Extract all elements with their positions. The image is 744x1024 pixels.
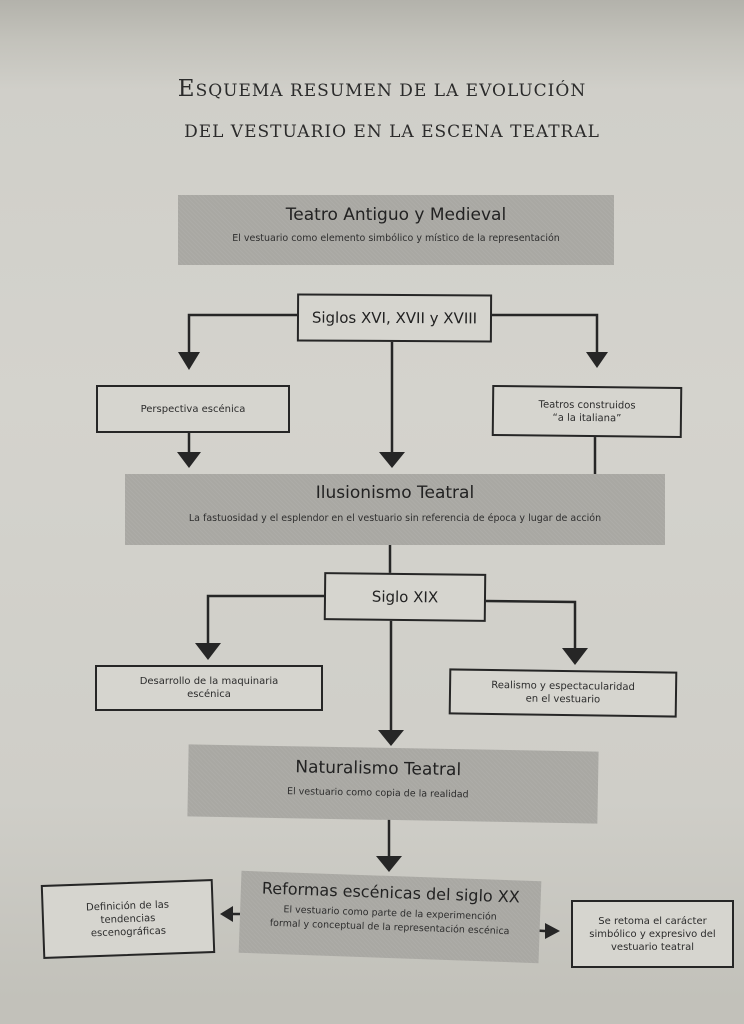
node-heading: Reformas escénicas del siglo XX (261, 878, 521, 907)
arrowhead-reformas (376, 856, 402, 872)
node-description: El vestuario como elemento simbólico y m… (232, 233, 560, 244)
arrowhead-realismo (562, 648, 588, 665)
node-label-line-2: escénica (187, 689, 231, 700)
arrowhead-ilusionismo-left (177, 452, 201, 468)
node-reformas-escenicas-siglo-xx: Reformas escénicas del siglo XX El vestu… (238, 870, 542, 964)
node-desarrollo-maquinaria: Desarrollo de la maquinaria escénica (95, 665, 323, 711)
node-label-line-3: vestuario teatral (611, 941, 694, 953)
arrowhead-maquinaria (195, 643, 221, 660)
node-label-line-2: “a la italiana” (552, 412, 622, 424)
node-siglo-xix: Siglo XIX (323, 572, 487, 622)
diagram-title-line-1: ESQUEMA RESUMEN DE LA EVOLUCIÓN (177, 76, 587, 102)
arrowhead-tendencias (220, 906, 233, 922)
connector-siglos-to-italiana (491, 313, 599, 352)
node-description: El vestuario como copia de la realidad (286, 786, 469, 801)
node-label-line-2: en el vestuario (525, 693, 601, 706)
connector-xix-to-maquinaria (206, 594, 324, 643)
node-heading: Teatro Antiguo y Medieval (285, 205, 507, 225)
node-perspectiva-escenica: Perspectiva escénica (96, 385, 290, 433)
arrowhead-perspectiva (178, 352, 200, 370)
node-label: Perspectiva escénica (140, 403, 246, 415)
node-realismo-espectacularidad: Realismo y espectacularidad en el vestua… (448, 668, 678, 718)
node-siglos-xvi-xvii-xviii: Siglos XVI, XVII y XVIII (296, 293, 493, 343)
node-teatro-antiguo-medieval: Teatro Antiguo y Medieval El vestuario c… (178, 195, 614, 265)
arrowhead-italiana (586, 352, 608, 368)
node-description: La fastuosidad y el esplendor en el vest… (188, 513, 602, 524)
node-label: Siglo XIX (371, 587, 439, 606)
node-heading: Ilusionismo Teatral (315, 483, 475, 503)
arrowhead-ilusionismo-center (379, 452, 405, 468)
node-label-line-3: escenográficas (90, 925, 167, 939)
node-definicion-tendencias: Definición de las tendencias escenográfi… (40, 879, 216, 959)
arrowhead-simbolico (545, 923, 560, 939)
node-label-line-1: Realismo y espectacularidad (491, 679, 635, 694)
node-label-line-2: simbólico y expresivo del (589, 928, 716, 940)
node-label: Siglos XVI, XVII y XVIII (311, 308, 478, 327)
node-label-line-1: Se retoma el carácter (598, 915, 707, 927)
node-label-line-1: Teatros construidos (538, 398, 636, 412)
node-naturalismo-teatral: Naturalismo Teatral El vestuario como co… (187, 744, 599, 824)
connector-xix-to-realismo (484, 599, 577, 648)
node-heading: Naturalismo Teatral (295, 757, 462, 781)
node-caracter-simbolico: Se retoma el carácter simbólico y expres… (571, 900, 734, 968)
node-teatros-a-la-italiana: Teatros construidos “a la italiana” (491, 385, 683, 438)
arrowhead-naturalismo (378, 730, 404, 746)
node-label-line-1: Desarrollo de la maquinaria (139, 676, 279, 687)
node-ilusionismo-teatral: Ilusionismo Teatral La fastuosidad y el … (125, 474, 665, 545)
diagram-title-line-2: DEL VESTUARIO EN LA ESCENA TEATRAL (184, 122, 600, 142)
connector-siglos-to-perspectiva (187, 313, 297, 352)
